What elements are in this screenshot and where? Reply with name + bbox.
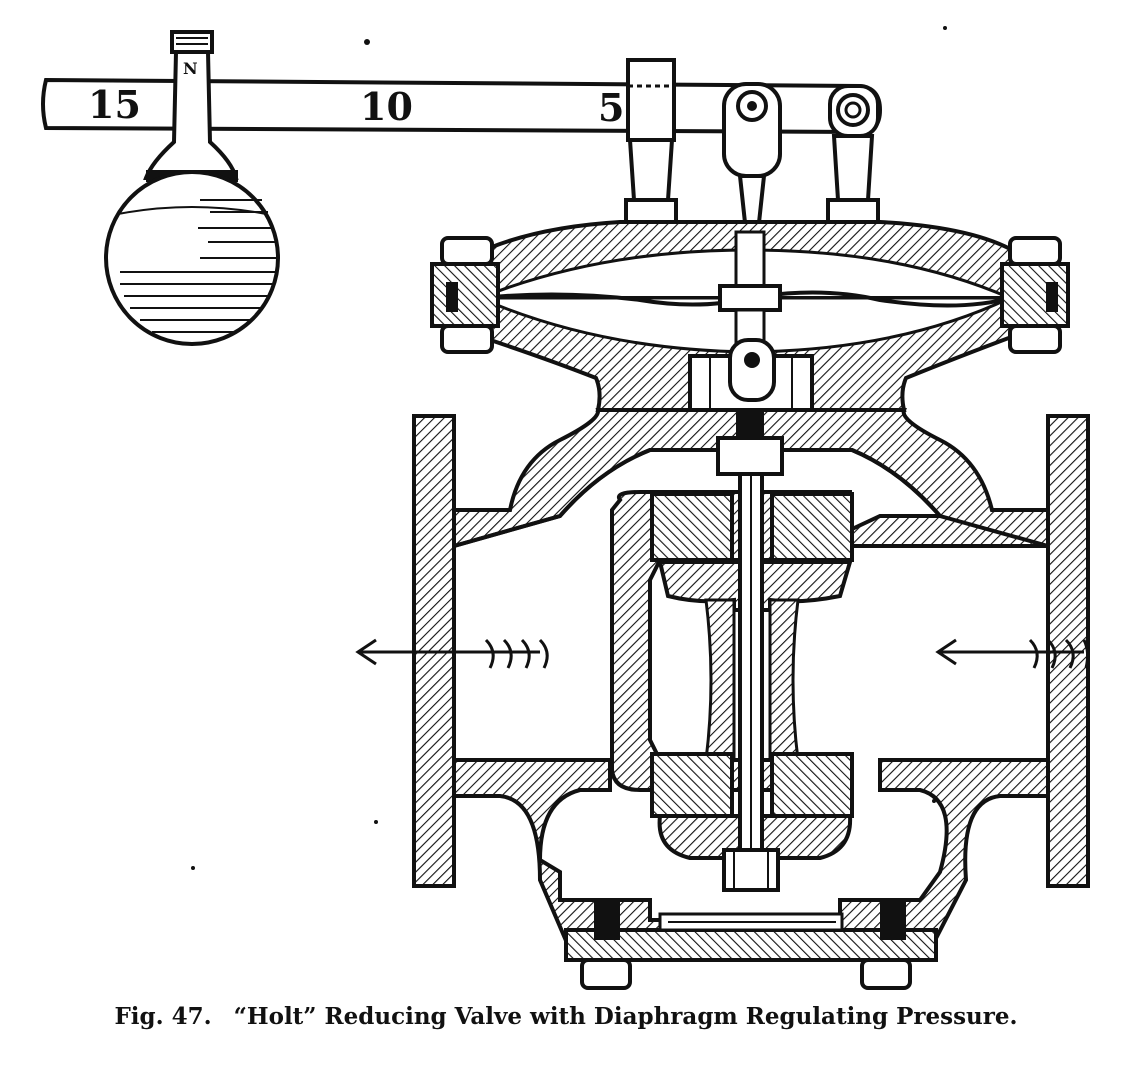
print-specks — [191, 26, 947, 870]
lever-links — [624, 58, 880, 234]
figure-number: Fig. 47. — [114, 1003, 212, 1030]
valve-body — [412, 408, 1090, 990]
counter-weight: N — [104, 30, 280, 346]
figure-caption: Fig. 47. “Holt” Reducing Valve with Diaph… — [0, 1003, 1132, 1030]
weight-mark: N — [183, 59, 198, 78]
ball-weight-icon — [104, 170, 280, 346]
lever-scale-5: 5 — [598, 85, 624, 130]
flow-arrow-outlet — [355, 638, 549, 669]
caption-text: “Holt” Reducing Valve with Diaphragm Reg… — [233, 1003, 1018, 1030]
lever-scale-10: 10 — [360, 84, 413, 129]
lever-scale-15: 15 — [88, 82, 141, 127]
flange-bolt-right — [1000, 236, 1070, 354]
flange-bolt-left — [430, 236, 500, 354]
flow-arrow-inlet — [935, 638, 1090, 669]
